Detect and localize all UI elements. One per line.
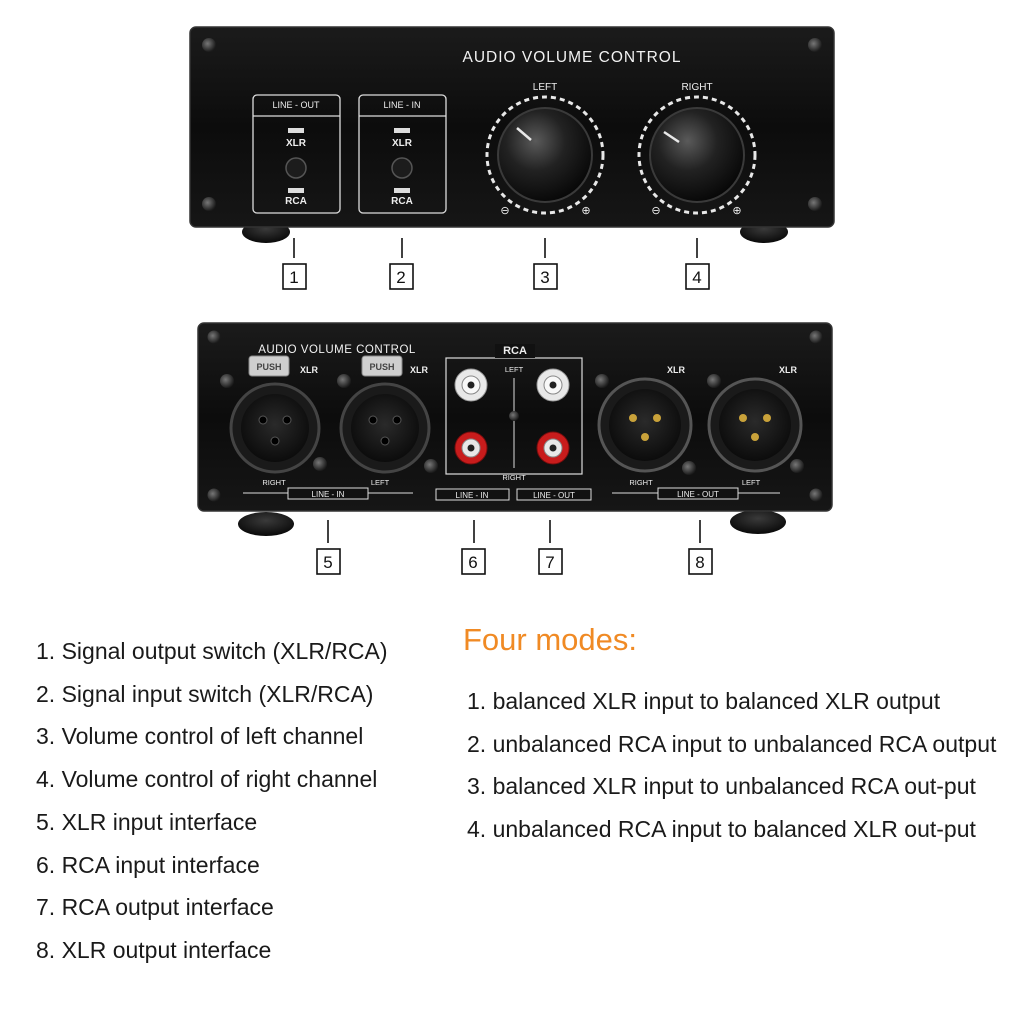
xlr-input-right[interactable]: PUSH XLR RIGHT (220, 355, 327, 487)
screw-icon (809, 488, 823, 502)
minus-icon: ⊖ (500, 205, 509, 217)
xlr-label: XLR (392, 138, 413, 149)
rca-input-right[interactable] (454, 431, 488, 465)
rear-title: AUDIO VOLUME CONTROL (258, 344, 416, 356)
screw-icon (202, 38, 216, 52)
rear-right-label: RIGHT (629, 478, 653, 487)
front-callouts: 1 2 3 4 (282, 238, 710, 290)
callout-6: 6 (468, 553, 477, 572)
callout-2: 2 (396, 268, 405, 287)
rca-label: RCA (285, 196, 307, 207)
rear-rca-header: RCA (503, 345, 527, 357)
rear-callouts: 5 6 7 8 (316, 520, 713, 575)
rear-right-label: RIGHT (262, 478, 286, 487)
callout-5: 5 (323, 553, 332, 572)
xlr-label: XLR (667, 365, 686, 375)
output-switch-button[interactable] (285, 157, 307, 179)
rear-line-in-label: LINE - IN (312, 490, 345, 499)
plus-icon: ⊕ (732, 205, 741, 217)
screw-icon (207, 488, 221, 502)
xlr-label: XLR (300, 365, 319, 375)
line-in-switch-box: LINE - IN XLR RCA (358, 94, 447, 214)
rca-input-left[interactable] (454, 368, 488, 402)
right-volume-knob-group: RIGHT ⊖ ⊕ (637, 82, 757, 217)
left-label: LEFT (533, 82, 557, 93)
rear-right-label: RIGHT (502, 473, 526, 482)
left-volume-knob[interactable] (497, 107, 593, 203)
front-panel: AUDIO VOLUME CONTROL LINE - OUT XLR RCA … (189, 26, 835, 243)
line-in-label: LINE - IN (383, 100, 420, 110)
line-out-switch-box: LINE - OUT XLR RCA (252, 94, 341, 214)
rear-left-label: LEFT (742, 478, 761, 487)
push-label: PUSH (256, 362, 281, 372)
callout-7: 7 (545, 553, 554, 572)
rear-left-label: LEFT (371, 478, 390, 487)
right-volume-knob[interactable] (649, 107, 745, 203)
left-volume-knob-group: LEFT ⊖ ⊕ (485, 82, 605, 217)
rear-foot-right (730, 510, 786, 534)
callout-4: 4 (692, 268, 701, 287)
input-switch-button[interactable] (391, 157, 413, 179)
front-title: AUDIO VOLUME CONTROL (463, 49, 682, 66)
rear-panel: AUDIO VOLUME CONTROL PUSH XLR RIGHT PUSH… (197, 322, 833, 536)
rca-output-right[interactable] (536, 431, 570, 465)
minus-icon: ⊖ (651, 205, 660, 217)
rca-output-left[interactable] (536, 368, 570, 402)
push-label: PUSH (369, 362, 394, 372)
rear-left-label: LEFT (505, 365, 524, 374)
screw-icon (809, 330, 823, 344)
rear-line-in-label: LINE - IN (456, 491, 489, 500)
xlr-output-right[interactable]: XLR RIGHT (595, 365, 696, 487)
screw-icon (808, 197, 822, 211)
callout-1: 1 (289, 268, 298, 287)
callout-3: 3 (540, 268, 549, 287)
rear-line-out-label: LINE - OUT (677, 490, 719, 499)
xlr-label: XLR (410, 365, 429, 375)
plus-icon: ⊕ (581, 205, 590, 217)
screw-icon (808, 38, 822, 52)
xlr-label: XLR (286, 138, 307, 149)
rear-foot-left (238, 512, 294, 536)
right-label: RIGHT (681, 82, 712, 93)
callout-8: 8 (695, 553, 704, 572)
rear-line-out-label: LINE - OUT (533, 491, 575, 500)
rca-block: RCA LEFT RIGHT (435, 344, 592, 501)
screw-icon (207, 330, 221, 344)
xlr-label: XLR (779, 365, 798, 375)
xlr-input-left[interactable]: PUSH XLR LEFT (337, 355, 438, 487)
line-out-label: LINE - OUT (272, 100, 320, 110)
rca-label: RCA (391, 196, 413, 207)
xlr-output-left[interactable]: XLR LEFT (707, 365, 804, 487)
screw-icon (202, 197, 216, 211)
